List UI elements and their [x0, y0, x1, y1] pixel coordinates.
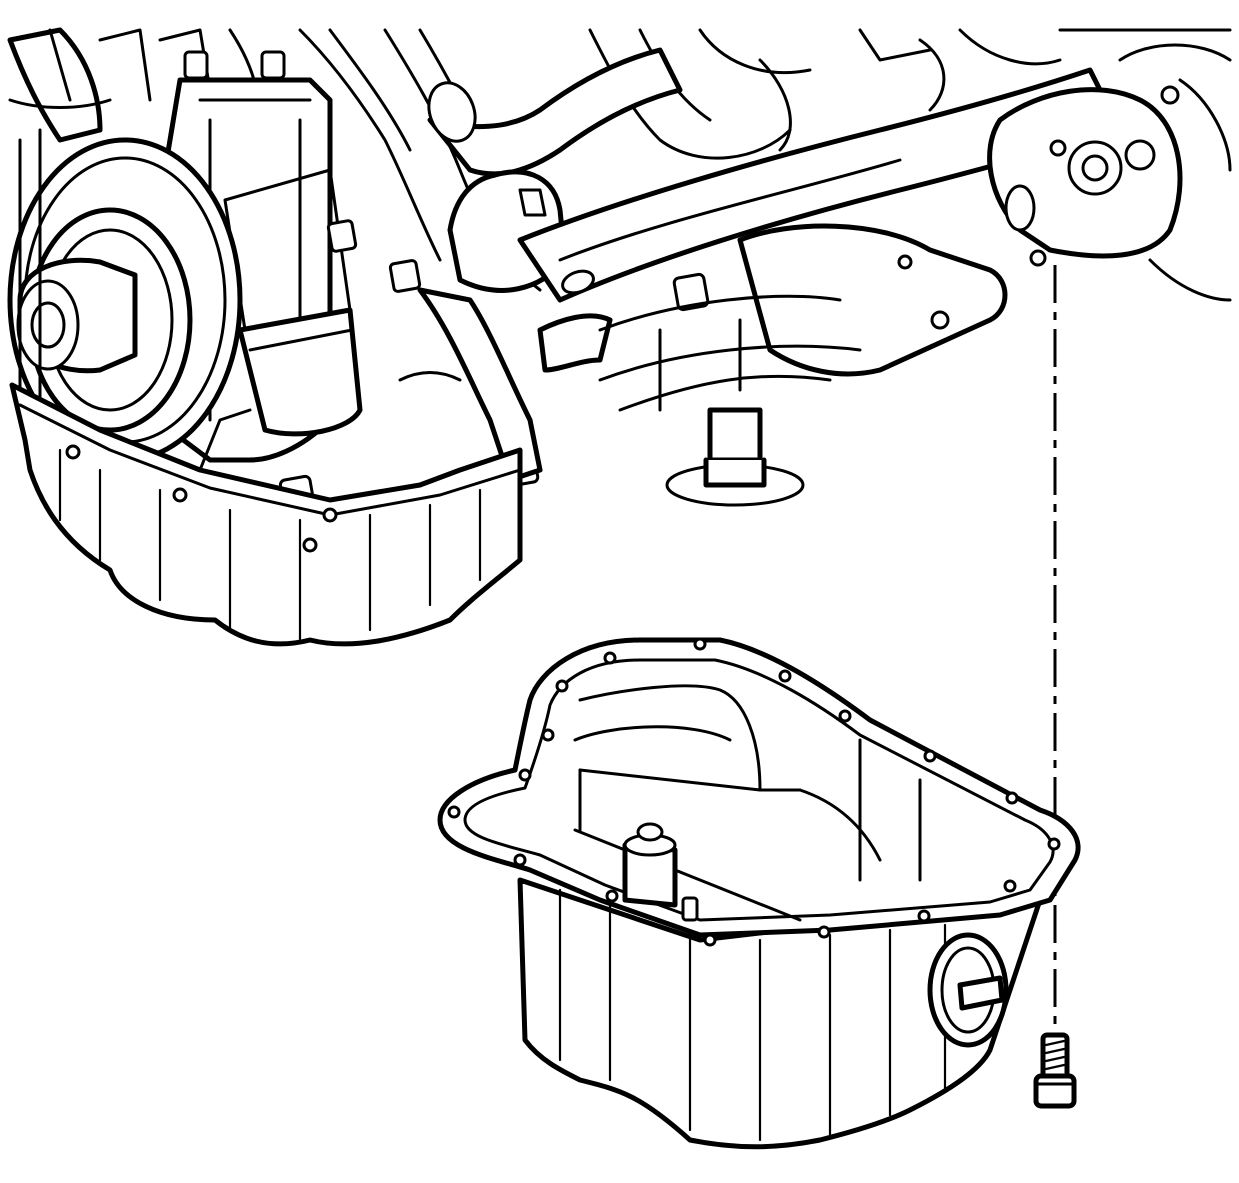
oil-pump-pickup	[665, 407, 805, 507]
engine-block-assembly	[7, 27, 1232, 512]
crankshaft-pulley	[7, 128, 243, 463]
oil-pan	[437, 637, 1081, 1150]
engine-lower-pan	[9, 382, 523, 647]
drain-plug	[927, 932, 1009, 1048]
flange-bolt-holes	[447, 637, 1061, 947]
oil-filter	[237, 307, 363, 437]
oil-pan-bolt	[1033, 1032, 1077, 1109]
